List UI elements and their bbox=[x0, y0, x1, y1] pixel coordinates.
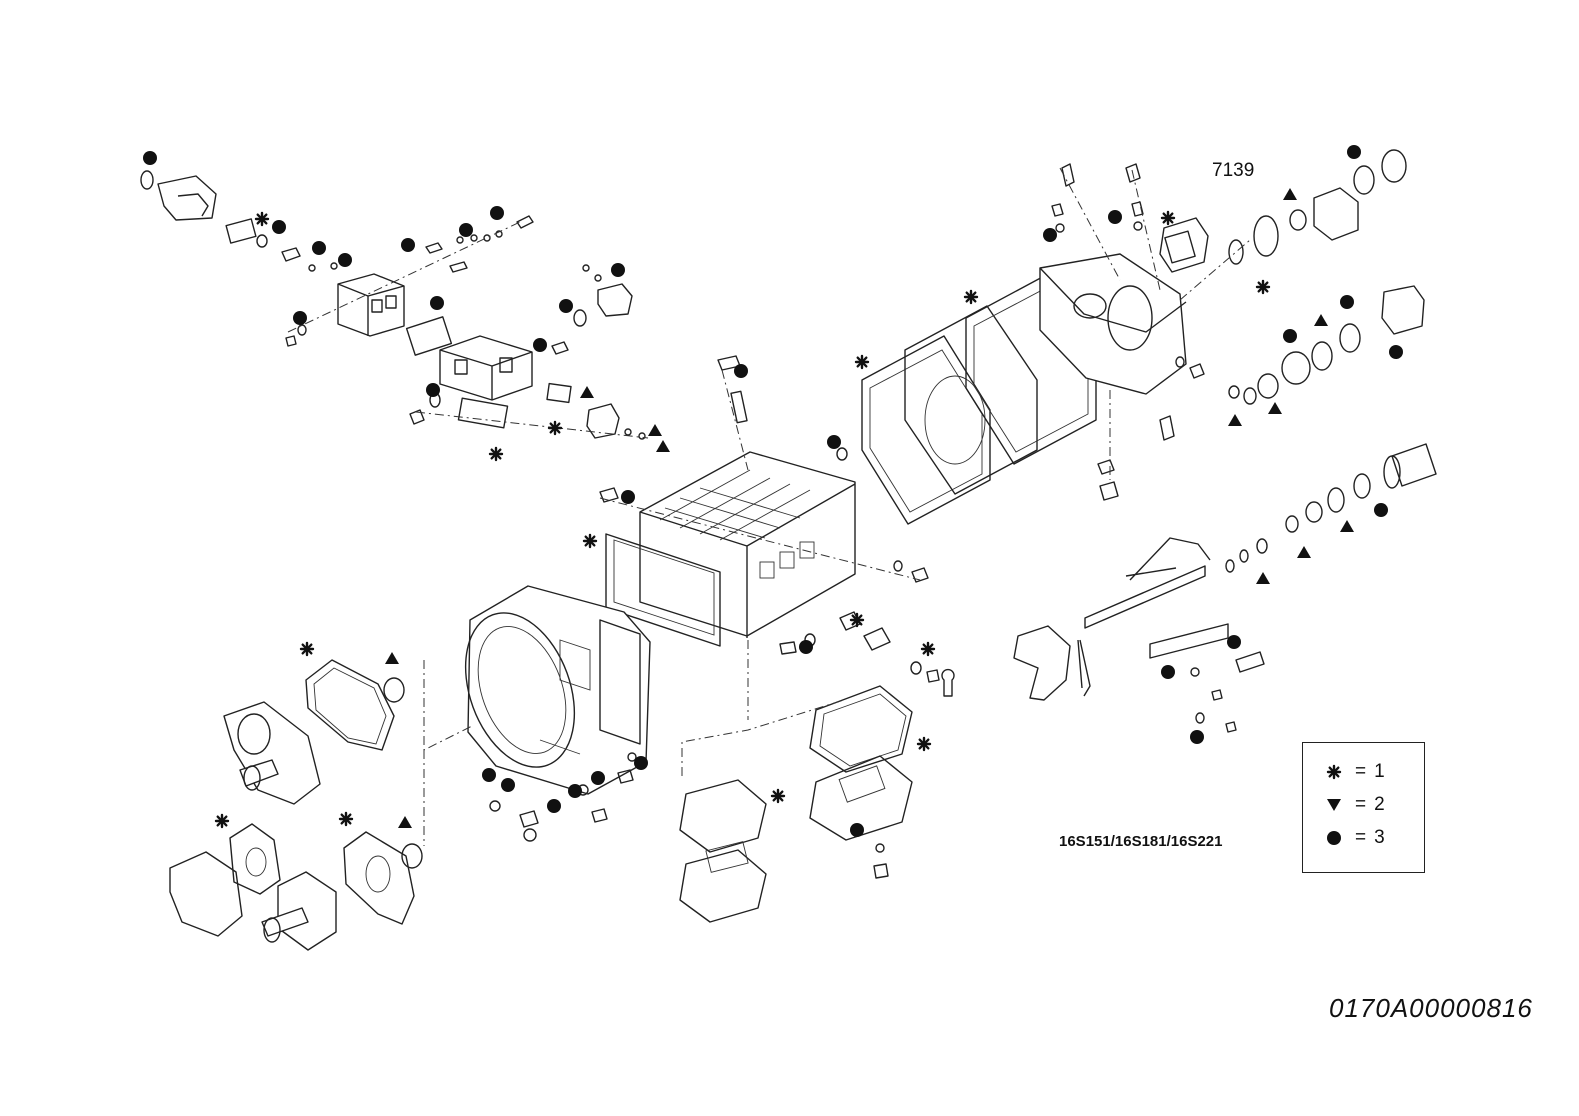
star-icon bbox=[1255, 279, 1271, 295]
legend-value: 2 bbox=[1374, 794, 1385, 815]
triangle-icon bbox=[1314, 314, 1328, 326]
star-icon bbox=[770, 788, 786, 804]
output-shaft-parts bbox=[1225, 285, 1437, 573]
covers-bottom-center bbox=[679, 685, 913, 923]
circle-icon bbox=[490, 206, 504, 220]
shift-housing-assembly bbox=[140, 170, 649, 440]
circle-icon bbox=[401, 238, 415, 252]
triangle-icon bbox=[648, 424, 662, 436]
legend-eq: = bbox=[1355, 761, 1367, 782]
star-icon bbox=[488, 446, 504, 462]
circle-icon bbox=[533, 338, 547, 352]
triangle-markers bbox=[385, 188, 1354, 828]
star-icon bbox=[920, 641, 936, 657]
circle-icon bbox=[272, 220, 286, 234]
triangle-icon bbox=[1268, 402, 1282, 414]
main-gearbox-housing bbox=[599, 355, 955, 720]
star-icon bbox=[299, 641, 315, 657]
circle-icon bbox=[547, 799, 561, 813]
circle-icon bbox=[1227, 635, 1241, 649]
triangle-icon bbox=[1228, 414, 1242, 426]
model-label: 16S151/16S181/16S221 bbox=[1059, 833, 1223, 850]
bell-housing bbox=[464, 585, 651, 842]
legend-value: 3 bbox=[1374, 827, 1385, 848]
circle-icon bbox=[1374, 503, 1388, 517]
triangle-icon bbox=[1283, 188, 1297, 200]
drawing-number: 7139 bbox=[1212, 160, 1255, 181]
circle-icon bbox=[1161, 665, 1175, 679]
circle-icon bbox=[1323, 830, 1345, 846]
star-icon bbox=[338, 811, 354, 827]
legend-eq: = bbox=[1355, 794, 1367, 815]
circle-icon bbox=[312, 241, 326, 255]
triangle-down-icon bbox=[1323, 798, 1345, 812]
circle-icon bbox=[799, 640, 813, 654]
circle-icon bbox=[501, 778, 515, 792]
legend-eq: = bbox=[1355, 827, 1367, 848]
triangle-icon bbox=[398, 816, 412, 828]
legend-row-triangle: = 2 bbox=[1323, 792, 1385, 818]
triangle-icon bbox=[656, 440, 670, 452]
circle-icon bbox=[559, 299, 573, 313]
legend: = 1 = 2 = 3 bbox=[1302, 742, 1425, 873]
circle-icon bbox=[338, 253, 352, 267]
circle-icon bbox=[459, 223, 473, 237]
legend-row-circle: = 3 bbox=[1323, 825, 1385, 851]
circle-icon bbox=[634, 756, 648, 770]
legend-row-star: = 1 bbox=[1323, 759, 1385, 785]
reference-code: 0170A00000816 bbox=[1329, 993, 1533, 1023]
circle-icon bbox=[1108, 210, 1122, 224]
star-icon bbox=[214, 813, 230, 829]
circle-icon bbox=[850, 823, 864, 837]
star-icon bbox=[254, 211, 270, 227]
circle-icon bbox=[1043, 228, 1057, 242]
triangle-icon bbox=[1340, 520, 1354, 532]
circle-icon bbox=[734, 364, 748, 378]
circle-icon bbox=[426, 383, 440, 397]
circle-icon bbox=[1389, 345, 1403, 359]
circle-icon bbox=[1347, 145, 1361, 159]
shift-fork-assembly bbox=[1013, 537, 1265, 733]
circle-icon bbox=[1190, 730, 1204, 744]
circle-icon bbox=[430, 296, 444, 310]
circle-icon bbox=[568, 784, 582, 798]
circle-icon bbox=[482, 768, 496, 782]
pto-cover-assembly bbox=[169, 659, 473, 951]
dot-markers bbox=[143, 145, 1403, 837]
circle-icon bbox=[1283, 329, 1297, 343]
star-icon bbox=[547, 420, 563, 436]
star-icon bbox=[1160, 210, 1176, 226]
triangle-icon bbox=[1297, 546, 1311, 558]
star-icon bbox=[1323, 764, 1345, 780]
circle-icon bbox=[827, 435, 841, 449]
circle-icon bbox=[591, 771, 605, 785]
triangle-icon bbox=[1256, 572, 1270, 584]
star-icon bbox=[963, 289, 979, 305]
circle-icon bbox=[143, 151, 157, 165]
circle-icon bbox=[611, 263, 625, 277]
triangle-icon bbox=[580, 386, 594, 398]
circle-icon bbox=[1340, 295, 1354, 309]
star-icon bbox=[582, 533, 598, 549]
triangle-icon bbox=[385, 652, 399, 664]
star-icon bbox=[916, 736, 932, 752]
star-markers bbox=[214, 210, 1271, 829]
circle-icon bbox=[293, 311, 307, 325]
circle-icon bbox=[621, 490, 635, 504]
rear-housing-assembly bbox=[1039, 149, 1407, 501]
legend-value: 1 bbox=[1374, 761, 1385, 782]
star-icon bbox=[849, 612, 865, 628]
star-icon bbox=[854, 354, 870, 370]
